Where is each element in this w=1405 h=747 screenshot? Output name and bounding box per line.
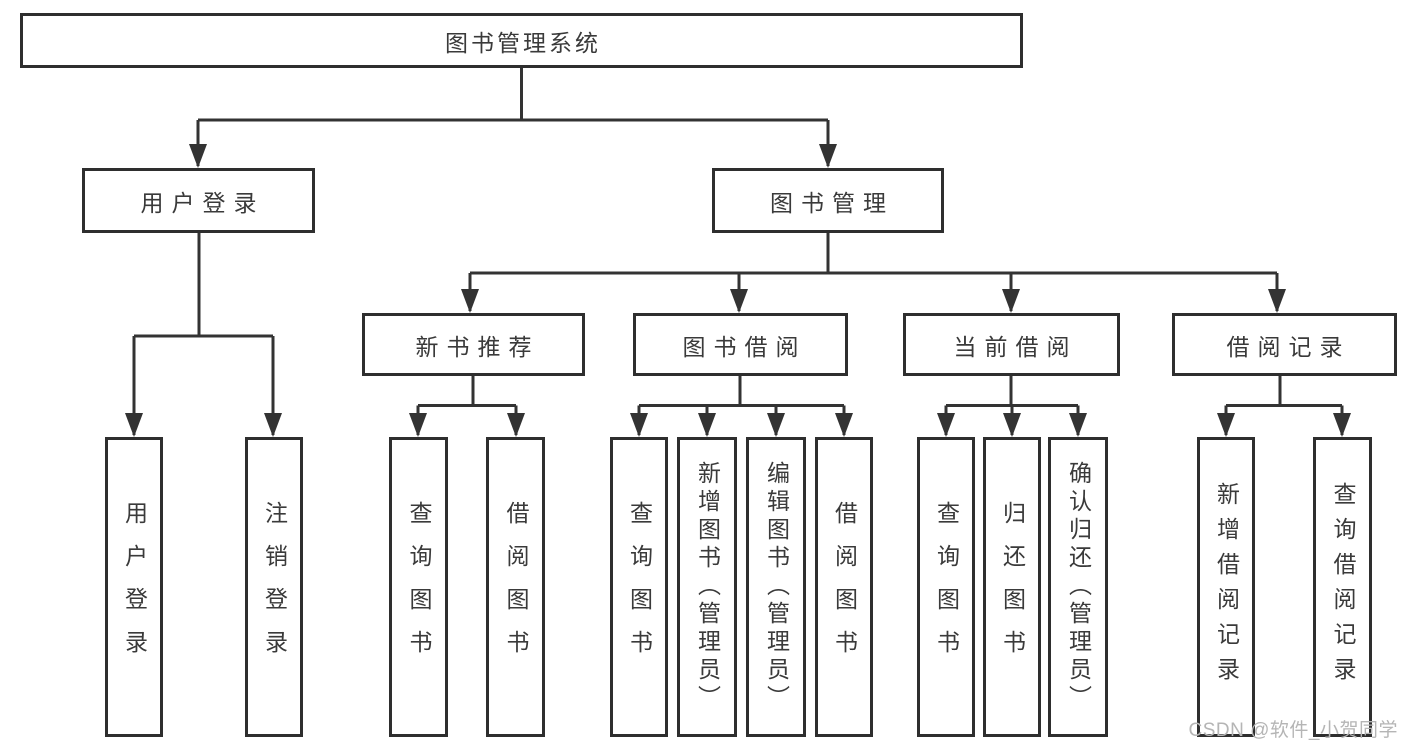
node-book-borrowing: 图书借阅 <box>633 313 848 376</box>
node-label: 归还图书 <box>999 501 1026 673</box>
leaf-logout: 注销登录 <box>245 437 303 737</box>
node-label: 新增图书（管理员） <box>694 461 721 713</box>
node-book-management: 图书管理 <box>712 168 944 233</box>
node-label: 查询图书 <box>933 501 960 673</box>
node-label: 查询借阅记录 <box>1330 482 1356 692</box>
node-label: 查询图书 <box>626 501 653 673</box>
leaf-edit-books-admin: 编辑图书（管理员） <box>746 437 806 737</box>
node-label: 当前借阅 <box>953 333 1078 360</box>
leaf-query-books-current: 查询图书 <box>917 437 975 737</box>
node-label: 借阅记录 <box>1226 333 1351 360</box>
leaf-add-books-admin: 新增图书（管理员） <box>677 437 737 737</box>
leaf-borrow-books-recommend: 借阅图书 <box>486 437 545 737</box>
node-label: 编辑图书（管理员） <box>763 461 790 713</box>
node-label: 图书借阅 <box>682 333 807 360</box>
node-label: 新书推荐 <box>415 333 540 360</box>
leaf-query-borrow-record: 查询借阅记录 <box>1313 437 1372 737</box>
leaf-add-borrow-record: 新增借阅记录 <box>1197 437 1255 737</box>
leaf-borrow-books: 借阅图书 <box>815 437 873 737</box>
node-label: 图书管理 <box>770 189 894 216</box>
node-label: 借阅图书 <box>831 501 858 673</box>
node-current-borrowing: 当前借阅 <box>903 313 1120 376</box>
node-label: 用户登录 <box>121 501 148 673</box>
node-label: 注销登录 <box>261 501 288 673</box>
node-borrowing-records: 借阅记录 <box>1172 313 1397 376</box>
leaf-query-books-borrow: 查询图书 <box>610 437 668 737</box>
csdn-watermark: CSDN @软件_小贺同学 <box>1188 720 1398 741</box>
node-label: 新增借阅记录 <box>1213 482 1240 692</box>
node-label: 确认归还（管理员） <box>1065 461 1092 713</box>
node-root-system: 图书管理系统 <box>20 13 1023 68</box>
leaf-query-books-recommend: 查询图书 <box>389 437 448 737</box>
node-label: 用户登录 <box>140 189 265 216</box>
leaf-return-books: 归还图书 <box>983 437 1041 737</box>
node-label: 查询图书 <box>406 501 432 673</box>
leaf-user-login: 用户登录 <box>105 437 163 737</box>
node-user-login: 用户登录 <box>82 168 315 233</box>
node-new-book-recommend: 新书推荐 <box>362 313 585 376</box>
leaf-confirm-return-admin: 确认归还（管理员） <box>1048 437 1108 737</box>
node-label: 借阅图书 <box>503 501 529 673</box>
node-label: 图书管理系统 <box>445 29 601 56</box>
